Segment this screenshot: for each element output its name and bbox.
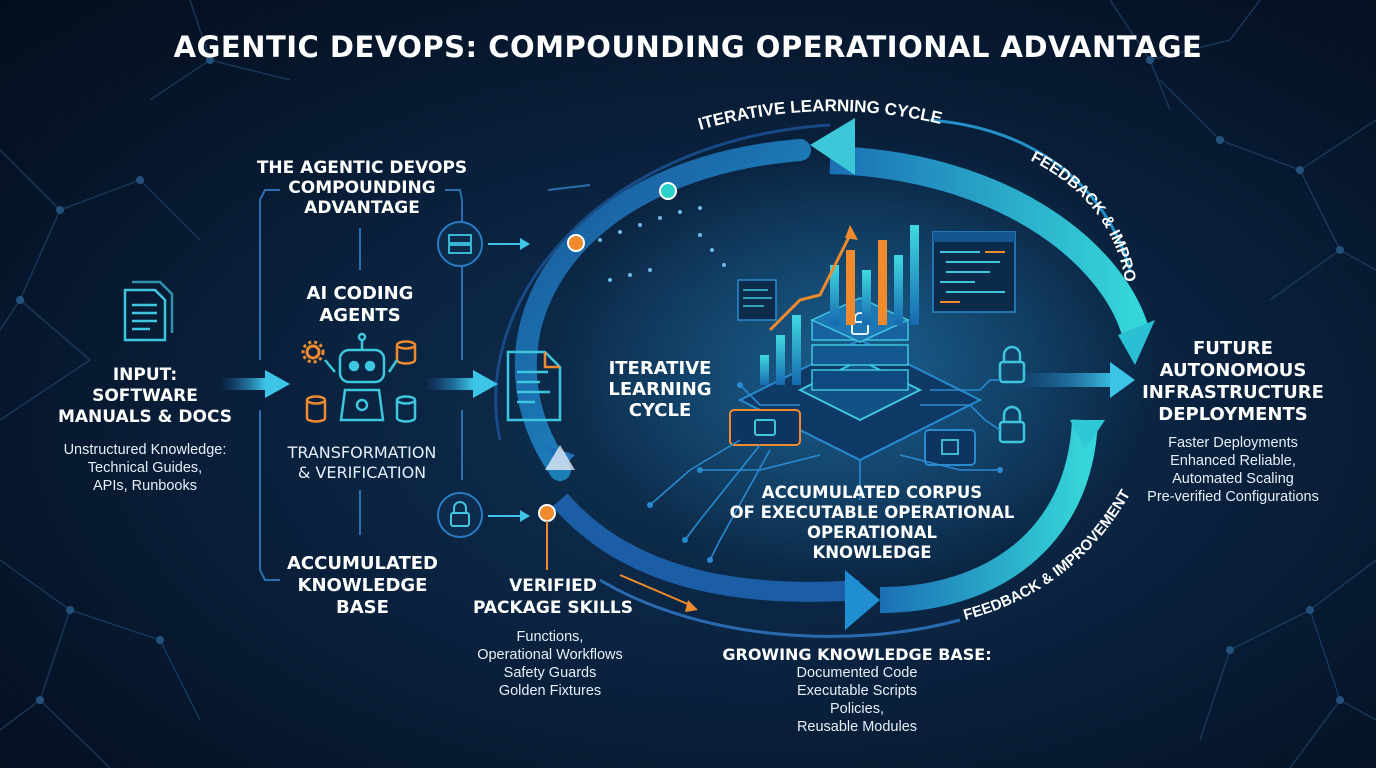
robot-icon: [338, 332, 386, 422]
lock-icon: [998, 345, 1026, 444]
server-icon: [437, 221, 483, 267]
document-icon: [123, 280, 174, 342]
ring-node: [567, 234, 585, 252]
gear-icon: [301, 340, 325, 364]
transformation-label: TRANSFORMATION& VERIFICATION: [287, 443, 437, 482]
circuit-nodes: [647, 382, 1003, 563]
secure-chip-icon: [729, 409, 976, 466]
arc-label-top: ITERATIVE LEARNING CYCLE: [696, 96, 944, 134]
lock-icon: [437, 492, 483, 538]
dotted-flows: [598, 206, 726, 282]
code-file-icon: [506, 350, 562, 422]
background-nodes: [16, 56, 1344, 704]
pipeline-connectors: [259, 184, 691, 606]
cycle-arrowheads: [545, 118, 1155, 630]
cycle-ring: [494, 118, 1149, 638]
code-window-icon: [737, 231, 1016, 321]
ring-node: [659, 182, 677, 200]
growing-kb-heading: GROWING KNOWLEDGE BASE:: [722, 645, 992, 664]
database-icon: [305, 340, 417, 423]
ring-node: [538, 504, 556, 522]
bar-chart-icon: [760, 225, 919, 385]
page-title: AGENTIC DEVOPS: COMPOUNDING OPERATIONAL …: [173, 30, 1203, 64]
pipeline-arrows: [220, 238, 1135, 612]
input-description: Unstructured Knowledge:Technical Guides,…: [63, 442, 227, 494]
circuit-traces: [649, 379, 1001, 561]
